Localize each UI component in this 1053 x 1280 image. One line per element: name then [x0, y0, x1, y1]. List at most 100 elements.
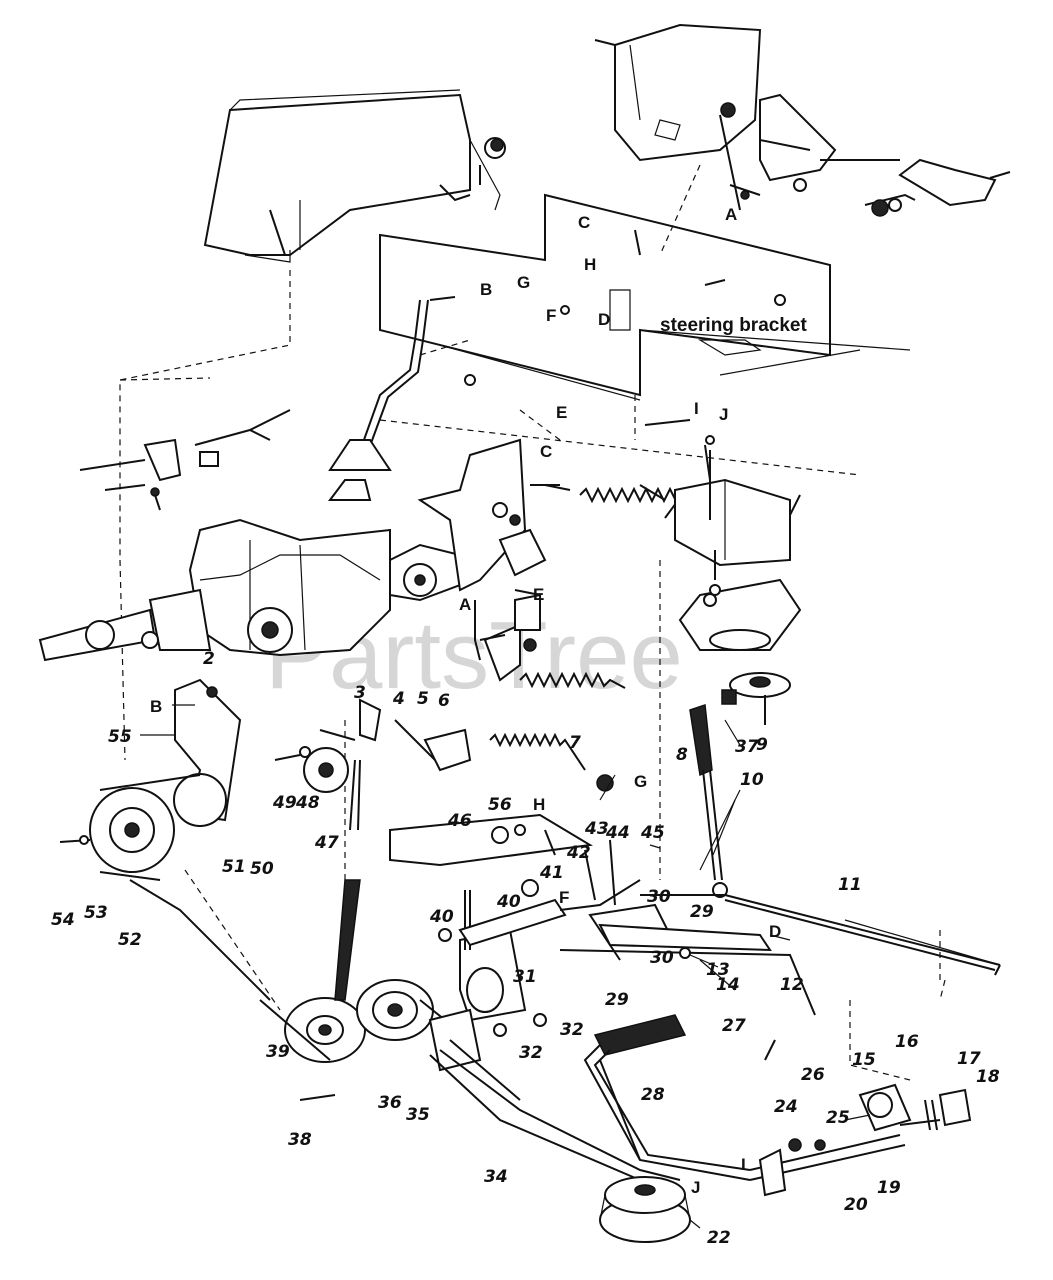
part-number-30-lower: 30	[650, 948, 674, 968]
letter-H-top: H	[584, 255, 596, 274]
transmission	[38, 518, 461, 662]
letter-D-top: D	[598, 310, 610, 329]
part-number-14: 14	[716, 975, 740, 995]
part-number-12: 12	[780, 975, 804, 995]
part-number-46: 46	[447, 811, 472, 831]
drive-pulleys-left	[59, 678, 472, 881]
part-number-49: 49	[272, 793, 297, 813]
part-number-29-lower: 29	[605, 990, 629, 1010]
part-number-51: 51	[222, 857, 246, 877]
part-number-31: 31	[513, 967, 537, 987]
letter-labels: A C H G B F D E I J C A E B G H F D I J	[150, 205, 781, 1197]
part-number-40-lower: 40	[429, 907, 454, 927]
part-number-18: 18	[976, 1067, 1000, 1087]
part-number-15: 15	[852, 1050, 876, 1070]
part-number-50: 50	[250, 859, 274, 879]
part-number-11: 11	[838, 875, 862, 895]
steering-bracket-label: steering bracket	[660, 315, 807, 336]
letter-H-mid: H	[533, 795, 545, 814]
part-number-54: 54	[51, 910, 75, 930]
letter-J-top: J	[719, 405, 728, 424]
part-number-47: 47	[314, 833, 339, 853]
part-number-34: 34	[484, 1167, 508, 1187]
part-number-32-right: 32	[560, 1020, 584, 1040]
lever-37	[689, 703, 728, 898]
letter-A-top: A	[725, 205, 737, 224]
part-number-22: 22	[707, 1228, 731, 1248]
letter-D-mid: D	[769, 922, 781, 941]
letter-E-mid: E	[533, 585, 544, 604]
part-number-30-upper: 30	[647, 887, 671, 907]
part-number-56: 56	[488, 795, 512, 815]
part-number-8: 8	[676, 745, 688, 765]
part-number-10: 10	[740, 770, 764, 790]
letter-A-mid: A	[459, 595, 471, 614]
hood-assembly	[594, 23, 1011, 217]
pivot-assembly	[438, 839, 816, 1022]
part-number-17: 17	[957, 1049, 981, 1069]
letter-I-top: I	[694, 399, 699, 418]
part-number-38: 38	[288, 1130, 312, 1150]
part-number-28: 28	[641, 1085, 665, 1105]
letter-F-top: F	[546, 306, 556, 325]
part-number-41: 41	[539, 863, 564, 883]
lower-pulleys	[129, 879, 681, 1191]
shift-lever	[328, 299, 429, 501]
leader-lines	[140, 704, 1001, 1229]
frame-panel	[379, 193, 911, 401]
mower-pulley	[599, 1176, 691, 1243]
part-number-32-left: 32	[519, 1043, 543, 1063]
part-number-27: 27	[722, 1016, 746, 1036]
part-number-40-upper: 40	[496, 892, 521, 912]
part-number-5: 5	[417, 689, 429, 709]
part-number-48: 48	[295, 793, 320, 813]
part-number-24: 24	[774, 1097, 798, 1117]
idler-bracket	[639, 450, 802, 725]
letter-I-bot: I	[741, 1155, 746, 1174]
letter-B-mid: B	[150, 697, 162, 716]
rod-11	[640, 894, 1001, 976]
letter-E-top: E	[556, 403, 567, 422]
letter-G-top: G	[517, 273, 530, 292]
part-number-6: 6	[438, 691, 450, 711]
part-number-43: 43	[584, 819, 609, 839]
part-number-29-upper: 29	[690, 902, 714, 922]
clutch-bracket	[417, 438, 560, 592]
part-number-44: 44	[605, 823, 630, 843]
part-number-55: 55	[108, 727, 132, 747]
part-number-9: 9	[756, 735, 768, 755]
shift-bracket	[79, 409, 291, 511]
pedal-plate	[389, 774, 614, 867]
brake-link	[474, 593, 541, 682]
part-number-37: 37	[735, 737, 759, 757]
part-number-19: 19	[877, 1178, 901, 1198]
part-number-42: 42	[566, 843, 591, 863]
letter-C-top: C	[578, 213, 590, 232]
part-number-25: 25	[826, 1108, 850, 1128]
part-number-13: 13	[706, 960, 730, 980]
letter-B-top: B	[480, 280, 492, 299]
part-number-3: 3	[354, 683, 366, 703]
letter-C-mid: C	[540, 442, 552, 461]
part-number-53: 53	[84, 903, 108, 923]
part-number-labels: 2 55 3 4 5 6 7 8 9 10 37 49 48 47 51 50 …	[51, 649, 1000, 1248]
part-number-26: 26	[801, 1065, 825, 1085]
dash-panel	[203, 89, 506, 263]
letter-F-mid: F	[559, 888, 569, 907]
part-number-36: 36	[378, 1093, 402, 1113]
letter-G-mid: G	[634, 772, 647, 791]
part-number-45: 45	[640, 823, 665, 843]
part-number-52: 52	[118, 930, 142, 950]
part-number-39: 39	[266, 1042, 290, 1062]
springs	[489, 484, 683, 771]
misc-hardware	[514, 419, 801, 1061]
letter-J-bot: J	[691, 1178, 700, 1197]
part-number-2: 2	[203, 649, 215, 669]
pedal-shaft	[583, 1014, 972, 1197]
part-number-16: 16	[895, 1032, 919, 1052]
part-number-20: 20	[844, 1195, 868, 1215]
part-number-4: 4	[392, 689, 405, 709]
part-number-7: 7	[569, 733, 581, 753]
